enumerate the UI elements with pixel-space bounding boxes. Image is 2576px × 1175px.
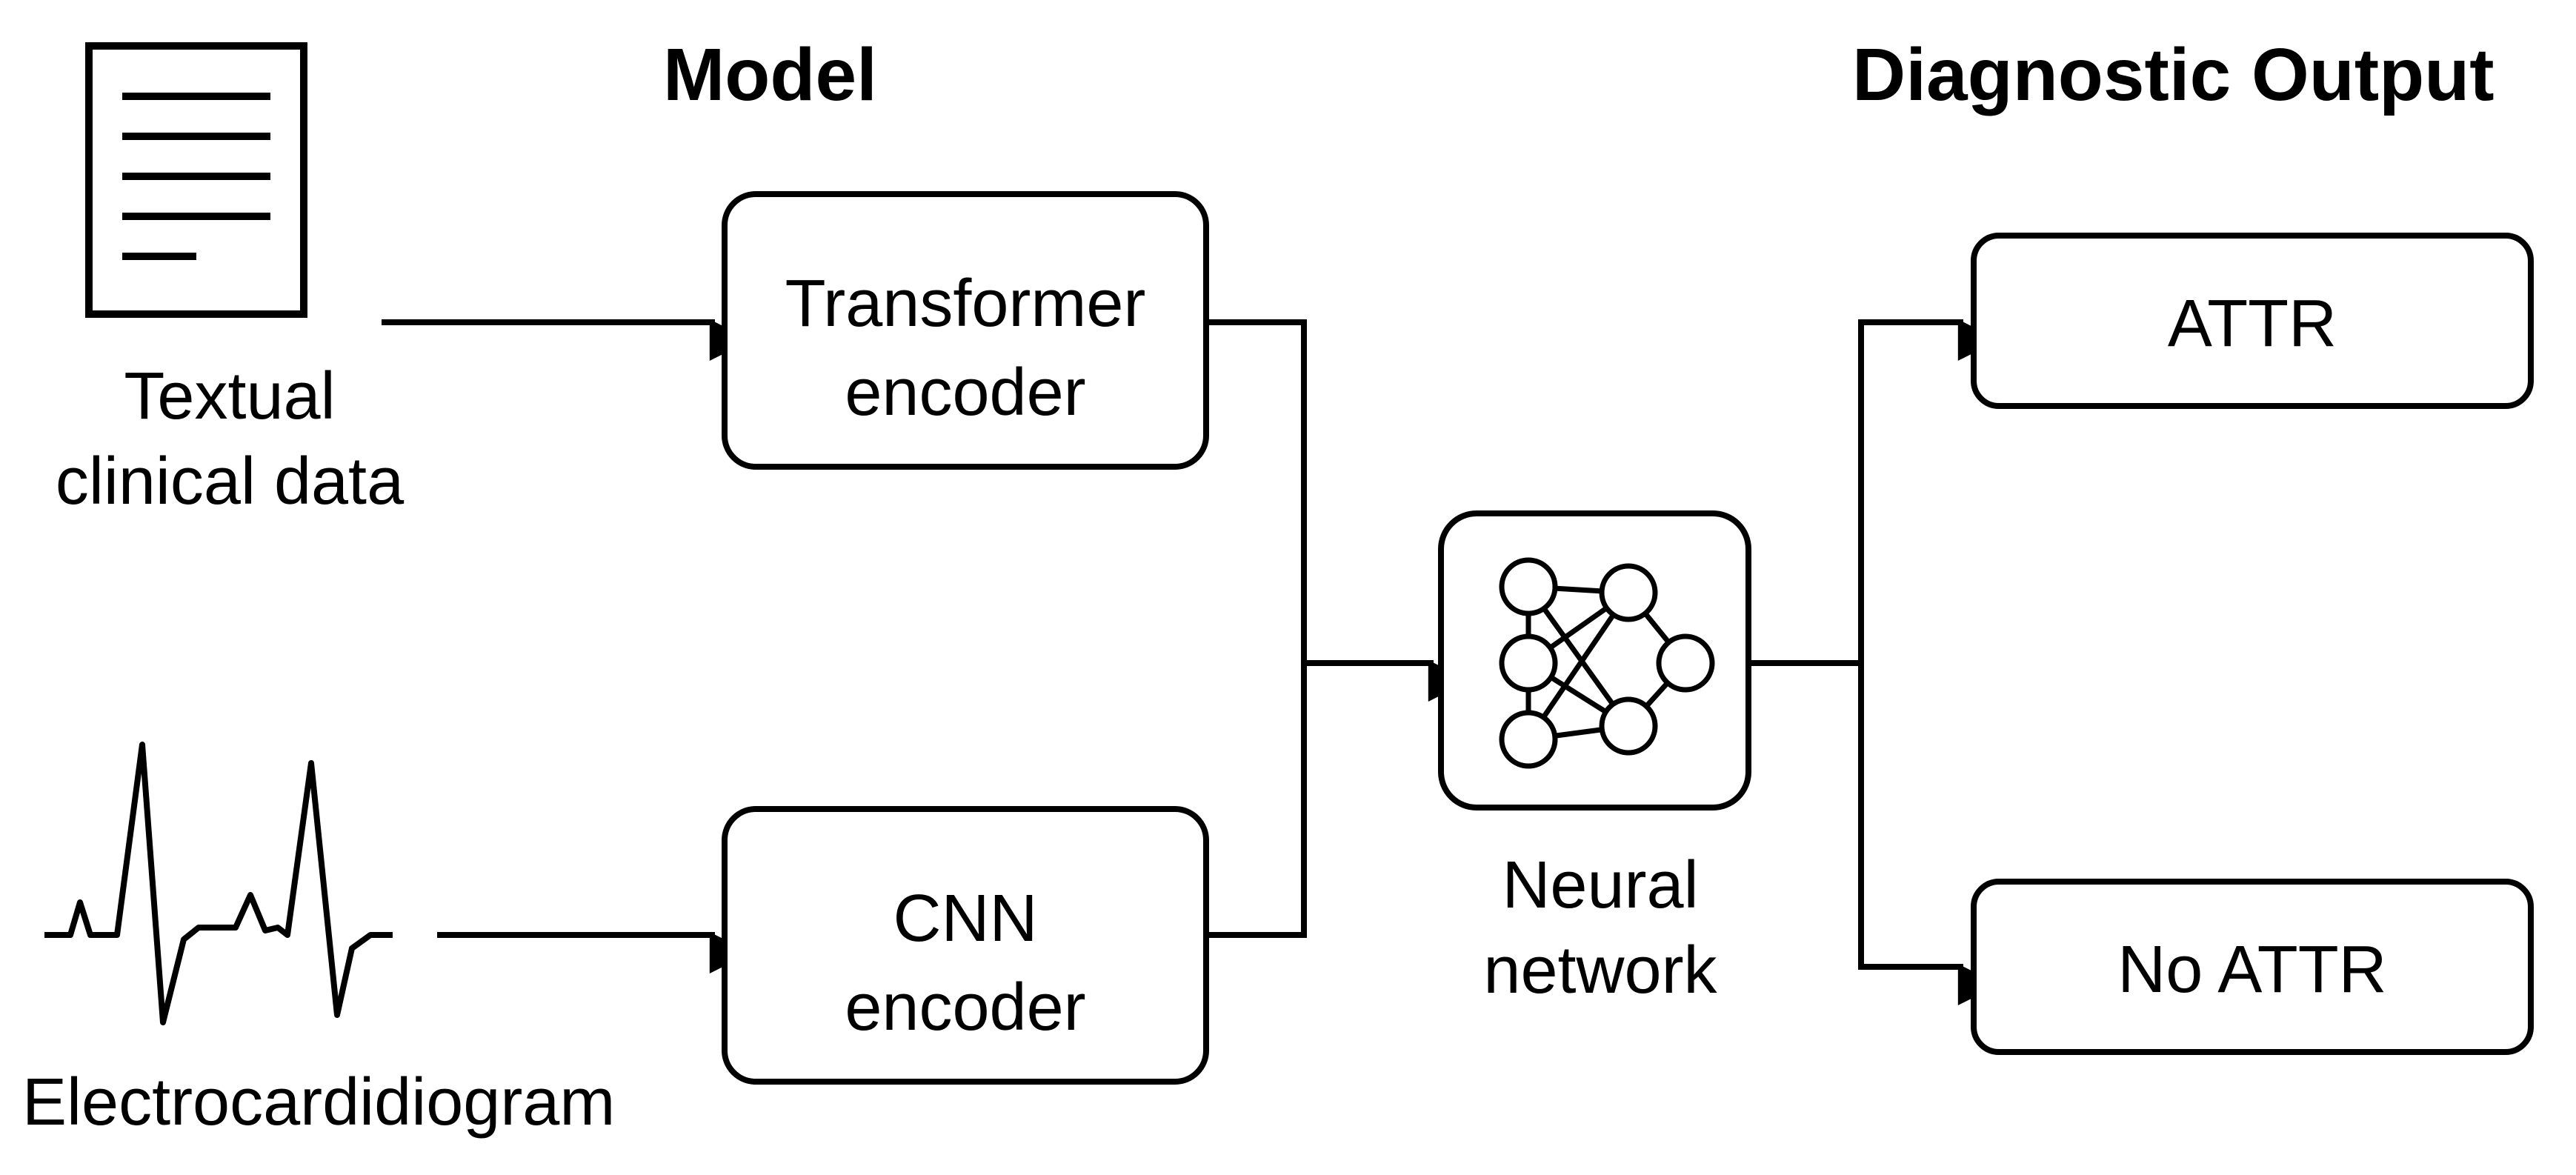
- transformer-encoder-box: Transformer encoder: [722, 191, 1209, 470]
- transformer-encoder-label-line2: encoder: [845, 356, 1085, 430]
- cnn-to-merge-connector: [1206, 663, 1307, 938]
- transformer-encoder-label-line1: Transformer: [785, 267, 1146, 341]
- textual-data-label-line1: Textual: [124, 359, 335, 433]
- neural-network-icon: [1499, 557, 1715, 769]
- neural-network-label-line1: Neural: [1502, 848, 1698, 922]
- diagnostic-output-heading: Diagnostic Output: [1852, 33, 2495, 116]
- no-attr-output-label: No ATTR: [2117, 933, 2386, 1007]
- network-node: [1499, 557, 1558, 616]
- attr-output-box: ATTR: [1971, 233, 2534, 409]
- split-to-no-attr-arrow: [1858, 663, 2000, 1005]
- cnn-encoder-box: CNN encoder: [722, 806, 1209, 1085]
- ecg-label: Electrocardidiogram: [22, 1065, 615, 1139]
- neural-network-label-line2: network: [1483, 933, 1717, 1008]
- attr-output-label: ATTR: [2168, 287, 2337, 361]
- network-node: [1656, 633, 1715, 693]
- ecg-waveform-icon: [44, 742, 393, 1025]
- transformer-to-merge-connector: [1206, 319, 1307, 663]
- network-node: [1599, 696, 1658, 756]
- cnn-encoder-label-line1: CNN: [893, 882, 1038, 956]
- network-node: [1499, 710, 1558, 769]
- network-node: [1599, 563, 1658, 622]
- cnn-encoder-label-line2: encoder: [845, 971, 1085, 1045]
- split-to-attr-arrow: [1858, 319, 2000, 663]
- network-node: [1499, 633, 1558, 693]
- model-heading: Model: [663, 33, 877, 116]
- no-attr-output-box: No ATTR: [1971, 879, 2534, 1055]
- document-icon: [85, 42, 307, 318]
- textual-data-label-line2: clinical data: [56, 445, 405, 519]
